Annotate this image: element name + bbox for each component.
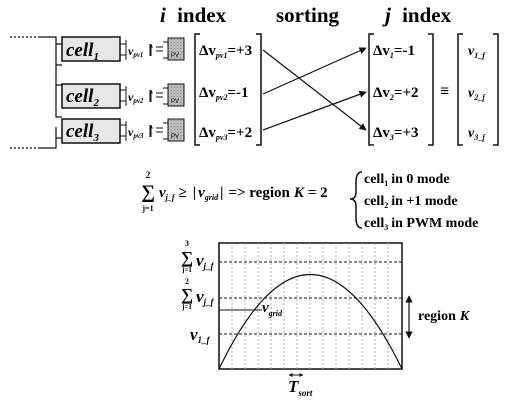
header-j-index: j index	[382, 3, 452, 27]
cell-label-2: cell2	[66, 86, 99, 109]
i-vector-entry-2: Δvpv2=-1	[199, 85, 249, 102]
header-sorting: sorting	[276, 3, 340, 27]
svg-text:j=1: j=1	[181, 303, 192, 311]
plot-level-lines	[219, 261, 402, 335]
i-vector-entry-3: Δvpv3=+2	[199, 125, 252, 142]
equivalence-symbol: ≡	[440, 83, 449, 100]
pv-text-1: PV	[171, 53, 179, 59]
y-label-sum2: 2 ∑ j=1 vj_f	[181, 277, 215, 311]
cell-label-1: cell1	[66, 40, 99, 63]
pv-text-3: PV	[171, 134, 179, 140]
cell-unit-3	[61, 118, 121, 144]
cell-wiring	[10, 36, 62, 149]
condition-sum-bottom: j=1	[141, 204, 153, 213]
j-vector-entry-1: Δv1=-1	[373, 43, 415, 60]
j-vector-right-bracket	[428, 33, 434, 146]
v-vector-left-bracket	[457, 33, 463, 146]
svg-text:∑: ∑	[181, 248, 193, 267]
y-label-v1f: v1_f	[190, 325, 211, 345]
v-vector-entry-3: v3_f	[468, 126, 486, 142]
modes-brace	[349, 171, 363, 229]
plot-frame	[218, 242, 403, 370]
y-label-sum3: 3 ∑ j=1 vj_f	[181, 239, 215, 274]
i-vector-right-bracket	[256, 33, 262, 146]
vpv-label-3: vpv3	[128, 125, 144, 140]
cell-label-3: cell3	[66, 121, 99, 144]
header-i-index: i index	[160, 3, 227, 27]
condition-sum-sign: ∑	[141, 182, 155, 203]
svg-text:vj_f: vj_f	[196, 287, 215, 307]
svg-text:2: 2	[185, 277, 189, 286]
cell-unit-1	[61, 36, 121, 62]
v-vector-entry-2: v2_f	[468, 86, 486, 102]
vgrid-curve	[218, 274, 403, 370]
i-vector-entry-1: Δvpv1=+3	[199, 43, 252, 60]
j-vector-entry-2: Δv2=+2	[373, 85, 419, 102]
svg-text:vj_f: vj_f	[196, 251, 215, 271]
svg-text:j=1: j=1	[181, 266, 192, 274]
condition-sum-top: 2	[146, 170, 151, 180]
vgrid-label: vgrid	[262, 300, 283, 318]
i-vector-left-bracket	[194, 33, 200, 146]
svg-text:∑: ∑	[181, 285, 193, 304]
vpv-label-1: vpv1	[128, 44, 143, 59]
plot-grid	[231, 243, 389, 369]
vpv-label-2: vpv2	[128, 90, 144, 105]
j-vector-left-bracket	[368, 33, 374, 146]
v-vector-right-bracket	[493, 33, 499, 146]
j-vector-entry-3: Δv3=+3	[373, 125, 419, 142]
v-vector-entry-1: v1_f	[468, 44, 486, 60]
pv-block-2	[120, 83, 185, 107]
tsort-label: Tsort	[288, 377, 313, 398]
pv-block-1	[120, 37, 185, 61]
pv-text-2: PV	[171, 99, 179, 105]
sorting-arrows	[262, 47, 367, 131]
cell-unit-2	[61, 83, 121, 109]
svg-text:3: 3	[185, 239, 189, 248]
